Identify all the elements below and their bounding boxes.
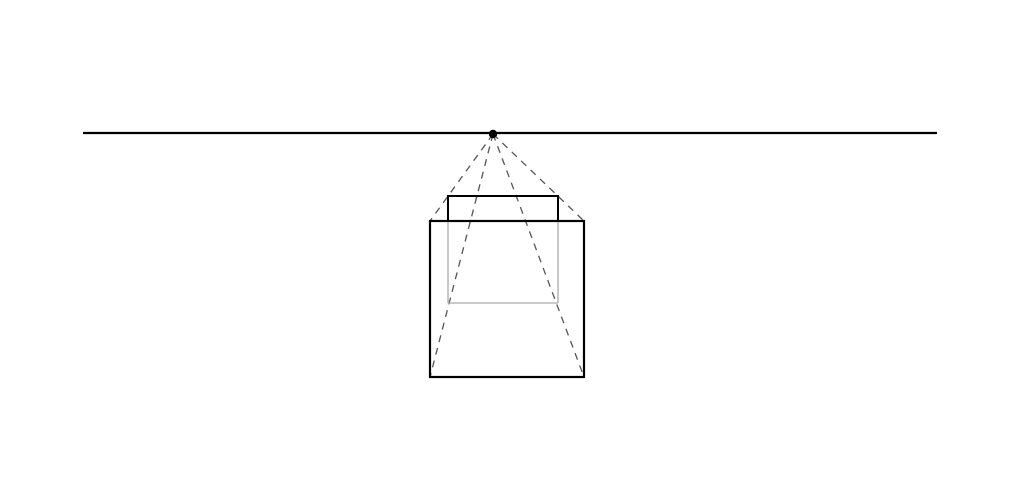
perspective-guide-lines bbox=[429, 133, 585, 378]
front-face bbox=[428, 219, 586, 379]
back-face-hidden-edges bbox=[447, 221, 559, 304]
vanishing-point bbox=[488, 129, 498, 139]
guide-line-top-right bbox=[492, 133, 585, 222]
back-face-visible-edges bbox=[447, 195, 559, 221]
guide-line-top-left bbox=[429, 133, 494, 222]
guide-line-bottom-right bbox=[492, 133, 585, 378]
guide-line-bottom-left bbox=[429, 133, 494, 378]
